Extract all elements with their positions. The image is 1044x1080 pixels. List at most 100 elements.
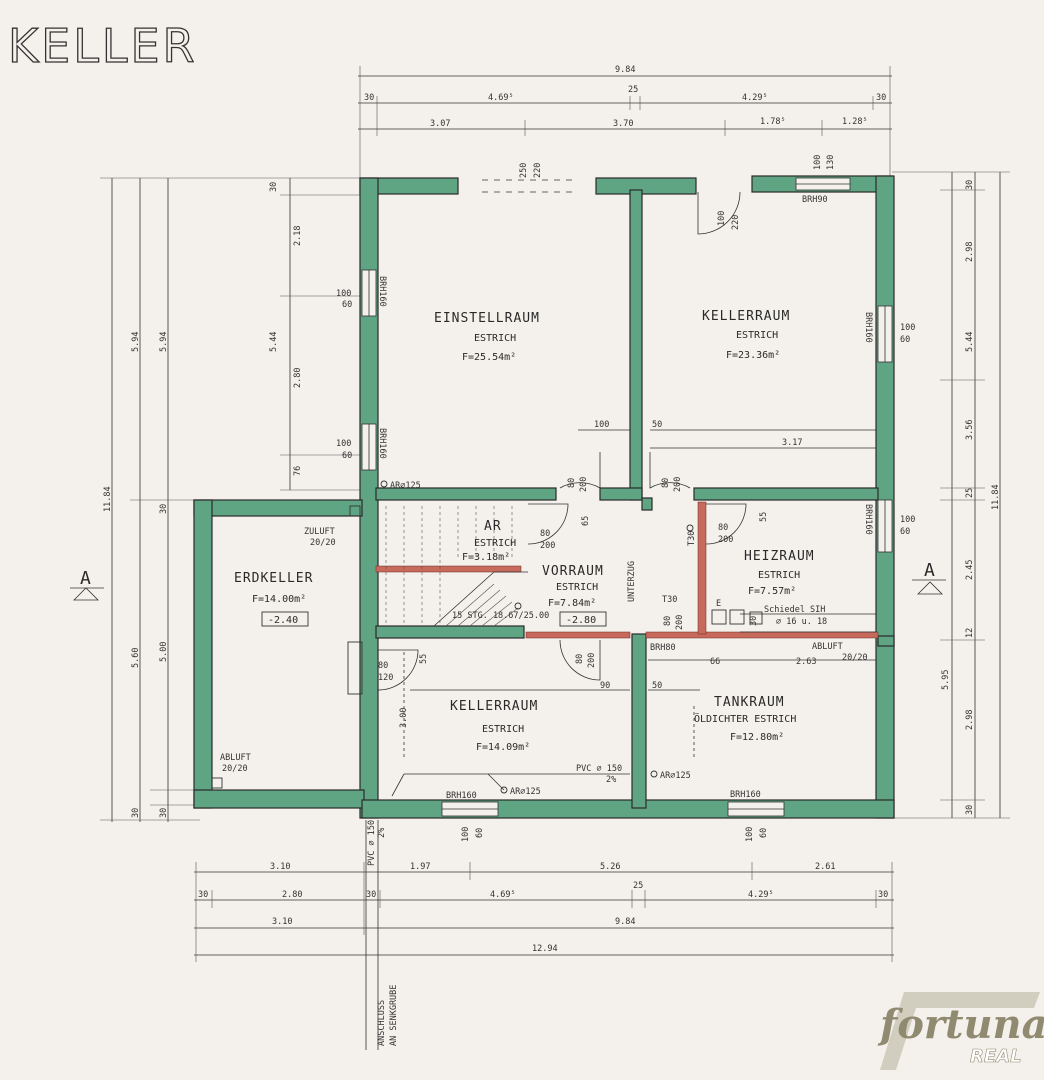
room-vorraum-area: F=7.84m² bbox=[548, 598, 596, 609]
dim-win-bottom-d: 60 bbox=[759, 828, 769, 838]
annotations: ZULUFT 20/20 ABLUFT 20/20 ABLUFT 20/20 A… bbox=[220, 195, 873, 1046]
dim-misc-0: 100 bbox=[594, 420, 609, 430]
note-abluft-right: ABLUFT bbox=[812, 642, 843, 652]
left-dimensions: 11.84 5.94 5.60 30 5.94 30 5.00 30 30 2.… bbox=[100, 177, 362, 822]
dim-misc-18: 2.63 bbox=[796, 657, 816, 667]
room-heizraum-floor: ESTRICH bbox=[758, 570, 800, 581]
dim-bot-total: 12.94 bbox=[532, 944, 558, 954]
note-anschluss: ANSCHLUSS bbox=[377, 1000, 387, 1046]
plan-title: KELLER bbox=[8, 19, 198, 73]
note-ar125-a: AR⌀125 bbox=[390, 481, 421, 491]
dim-top-3-c: 1.78⁵ bbox=[760, 117, 786, 127]
dim-misc-4: 200 bbox=[579, 477, 589, 492]
dim-misc-2: 3.17 bbox=[782, 438, 802, 448]
dim-left-c2-a: 5.94 bbox=[131, 332, 141, 352]
dim-misc-9: 200 bbox=[540, 541, 555, 551]
dim-misc-1: 50 bbox=[652, 420, 662, 430]
dim-top-3-a: 3.07 bbox=[430, 119, 450, 129]
logo-sub: REAL bbox=[970, 1046, 1022, 1067]
dim-right-outer: 11.84 bbox=[991, 484, 1001, 510]
room-kellerraum-bottom-floor: ESTRICH bbox=[482, 724, 524, 735]
dim-misc-12: 200 bbox=[718, 535, 733, 545]
room-tankraum-area: F=12.80m² bbox=[730, 732, 784, 743]
dim-top-2-b: 4.69⁵ bbox=[488, 93, 514, 103]
dim-top-3-b: 3.70 bbox=[613, 119, 633, 129]
dim-misc-15: 120 bbox=[378, 673, 393, 683]
dim-win-bottom-c: 100 bbox=[745, 827, 755, 842]
dim-left-c3-c: 5.00 bbox=[159, 642, 169, 662]
windows bbox=[361, 177, 893, 817]
section-markers: A A bbox=[70, 560, 946, 601]
dim-right-e: 25 bbox=[965, 488, 975, 498]
dim-misc-6: 200 bbox=[673, 477, 683, 492]
dim-bot-1-c: 5.26 bbox=[600, 862, 620, 872]
dim-bot-2-b: 2.80 bbox=[282, 890, 302, 900]
room-tankraum-floor: ÖLDICHTER ESTRICH bbox=[694, 712, 796, 725]
dim-left-c4-d: 2.80 bbox=[293, 368, 303, 388]
dim-left-c4-e: 76 bbox=[293, 466, 303, 476]
dim-win-right-a: 100 bbox=[900, 323, 915, 333]
note-abluft-right-size: 20/20 bbox=[842, 653, 868, 663]
dim-misc-23: 80 bbox=[663, 616, 673, 626]
room-kellerraum-bottom-name: KELLERRAUM bbox=[450, 699, 538, 714]
dim-left-c4-a: 30 bbox=[269, 182, 279, 192]
dim-right-j: 30 bbox=[965, 805, 975, 815]
room-heizraum-name: HEIZRAUM bbox=[744, 549, 815, 564]
dim-win-right-b: 60 bbox=[900, 335, 910, 345]
room-kellerraum-bottom-area: F=14.09m² bbox=[476, 742, 530, 753]
dim-bot-1-b: 1.97 bbox=[410, 862, 430, 872]
room-kellerraum-top-floor: ESTRICH bbox=[736, 330, 778, 341]
dim-right-f: 2.45 bbox=[965, 560, 975, 580]
dim-bot-2-a: 30 bbox=[198, 890, 208, 900]
fortuna-logo: fortuna REAL bbox=[877, 992, 1044, 1070]
right-dimensions: 30 2.98 5.44 3.56 25 2.45 12 5.95 2.98 3… bbox=[892, 171, 1010, 819]
note-brh160-r1: BRH160 bbox=[863, 312, 873, 343]
dim-top-total: 9.84 bbox=[615, 65, 635, 75]
note-t30-a: T30 bbox=[687, 531, 697, 546]
dim-right-d: 3.56 bbox=[965, 420, 975, 440]
dim-misc-13: 55 bbox=[419, 654, 429, 664]
dim-top-2-c: 25 bbox=[628, 85, 638, 95]
dim-misc-14: 80 bbox=[378, 661, 388, 671]
room-erdkeller-name: ERDKELLER bbox=[234, 571, 313, 586]
dim-left-c3-a: 5.94 bbox=[159, 332, 169, 352]
note-brh80: BRH80 bbox=[650, 643, 676, 653]
dim-left-c2-c: 30 bbox=[131, 808, 141, 818]
dim-misc-26: 30 bbox=[749, 616, 759, 626]
dim-right-a: 30 bbox=[965, 180, 975, 190]
room-einstellraum-area: F=25.54m² bbox=[462, 352, 516, 363]
section-marker-right: A bbox=[924, 560, 935, 581]
dim-misc-8: 80 bbox=[540, 529, 550, 539]
dim-top-door2-a: 100 bbox=[717, 211, 727, 226]
dim-misc-22: 200 bbox=[587, 653, 597, 668]
equipment bbox=[211, 429, 876, 1050]
dim-bot-1-d: 2.61 bbox=[815, 862, 835, 872]
dim-left-c2-b: 5.60 bbox=[131, 648, 141, 668]
note-t30-b: T30 bbox=[662, 595, 677, 605]
dim-misc-3: 80 bbox=[567, 478, 577, 488]
logo-brand: fortuna bbox=[877, 1001, 1044, 1048]
note-schiedel-d: ⌀ 16 u. 18 bbox=[776, 617, 827, 627]
room-kellerraum-top-area: F=23.36m² bbox=[726, 350, 780, 361]
room-heizraum-area: F=7.57m² bbox=[748, 586, 796, 597]
dim-win-left-c: 100 bbox=[336, 439, 351, 449]
dim-left-c3-b: 30 bbox=[159, 504, 169, 514]
dim-misc-21: 80 bbox=[575, 654, 585, 664]
note-abluft-left-size: 20/20 bbox=[222, 764, 248, 774]
dim-right-h: 5.95 bbox=[941, 670, 951, 690]
room-tankraum-name: TANKRAUM bbox=[714, 695, 785, 710]
note-brh160-r2: BRH160 bbox=[863, 504, 873, 535]
dim-misc-25: E bbox=[716, 599, 721, 609]
dim-misc-17: 66 bbox=[710, 657, 720, 667]
dim-bot-3-a: 3.10 bbox=[272, 917, 292, 927]
doors bbox=[377, 179, 747, 691]
room-vorraum-name: VORRAUM bbox=[542, 564, 604, 579]
dim-left-outer: 11.84 bbox=[103, 486, 113, 512]
dim-bot-1-a: 3.10 bbox=[270, 862, 290, 872]
note-pvc-1-slope: 2% bbox=[606, 775, 616, 785]
note-pvc-1: PVC ⌀ 150 bbox=[576, 764, 622, 774]
note-pvc-2: PVC ⌀ 150 bbox=[367, 820, 377, 866]
dim-top-win-a: 100 bbox=[813, 155, 823, 170]
note-senkgrube: AN SENKGRUBE bbox=[389, 985, 399, 1046]
